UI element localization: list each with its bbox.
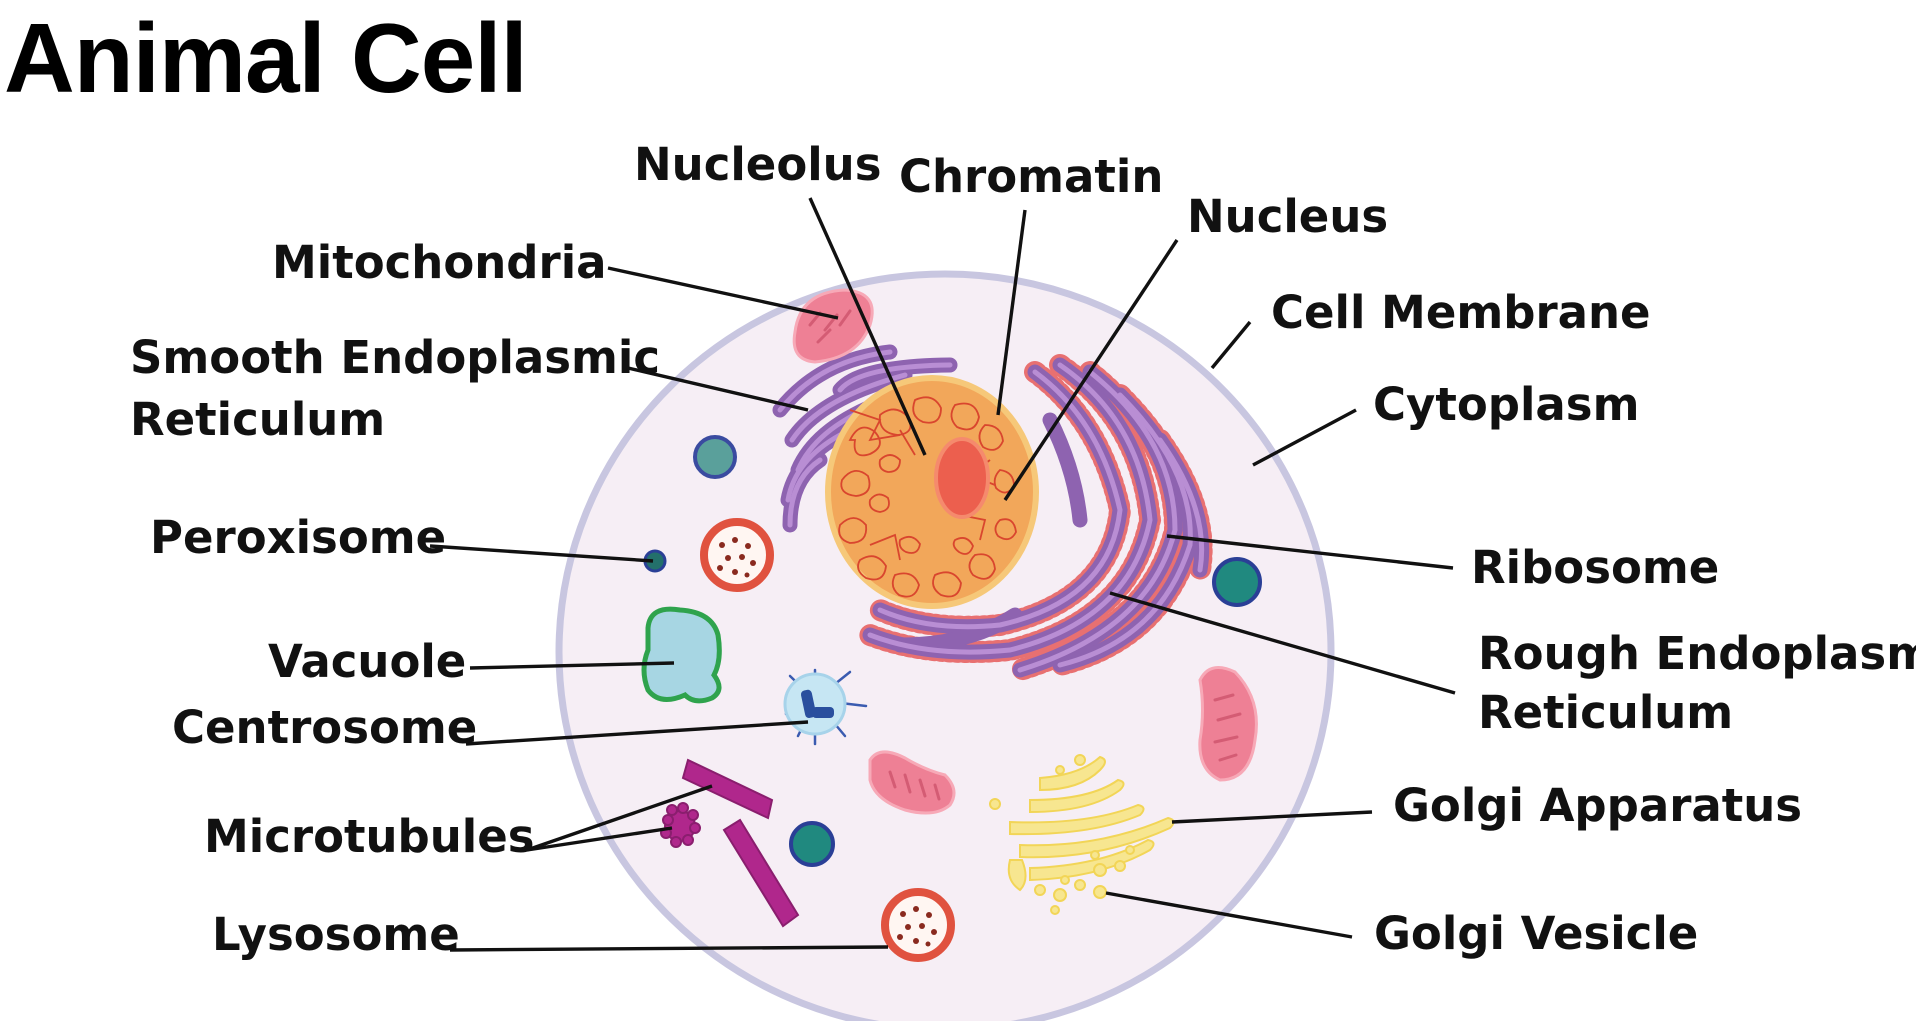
nucleus [825, 375, 1039, 609]
label-smooth-er-line1: Smooth Endoplasmic [130, 331, 660, 384]
lysosome-lower [881, 888, 955, 962]
vacuole-shape [641, 606, 722, 704]
mitochondrion-right [1198, 666, 1258, 782]
chromatin [838, 396, 1017, 598]
microtubules-shapes [660, 758, 800, 928]
leader-cell-membrane [1210, 320, 1252, 370]
nucleolus [934, 437, 990, 519]
label-rough-er-line1: Rough Endoplasmic [1478, 627, 1916, 680]
leader-lines [429, 197, 1456, 952]
golgi-apparatus [989, 754, 1175, 915]
label-cytoplasm: Cytoplasm [1373, 378, 1639, 431]
leader-centrosome [465, 720, 809, 746]
label-centrosome: Centrosome [172, 701, 477, 754]
label-ribosome: Ribosome [1471, 541, 1719, 594]
label-chromatin: Chromatin [899, 150, 1163, 203]
label-nucleus: Nucleus [1187, 190, 1388, 243]
label-rough-er-line2: Reticulum [1478, 686, 1733, 739]
leader-microtubules-b [526, 826, 673, 852]
leader-ribosome [1166, 534, 1454, 570]
rough-endoplasmic-reticulum [859, 354, 1213, 681]
vesicle-teal-upper [693, 435, 737, 479]
leader-golgi-vesicle [1105, 891, 1353, 939]
leader-chromatin [996, 209, 1027, 416]
lysosome-upper [700, 518, 774, 592]
label-lysosome: Lysosome [212, 908, 460, 961]
vesicle-teal-lower [789, 821, 835, 867]
label-mitochondria: Mitochondria [272, 236, 607, 289]
leader-microtubules-a [526, 784, 713, 852]
leader-peroxisome [429, 544, 654, 563]
vesicle-teal-right [1212, 557, 1262, 607]
leader-nucleolus [808, 197, 927, 456]
centrosome-shape [783, 668, 868, 746]
mitochondrion-bottom [868, 750, 956, 815]
leader-lysosome [449, 945, 889, 952]
label-peroxisome: Peroxisome [150, 511, 446, 564]
label-golgi-apparatus: Golgi Apparatus [1393, 779, 1802, 832]
leader-vacuole [469, 661, 675, 670]
label-microtubules: Microtubules [204, 810, 535, 863]
leader-mitochondria [607, 266, 839, 320]
label-nucleolus: Nucleolus [634, 138, 881, 191]
label-cell-membrane: Cell Membrane [1271, 286, 1651, 339]
label-vacuole: Vacuole [268, 635, 466, 688]
leader-nucleus [1003, 239, 1179, 501]
golgi-vesicle [1093, 885, 1107, 899]
label-golgi-vesicle: Golgi Vesicle [1374, 907, 1698, 960]
diagram-title: Animal Cell [4, 3, 527, 113]
leader-cytoplasm [1252, 408, 1357, 467]
mitochondrion-top [792, 288, 874, 364]
leader-rough-er [1109, 591, 1456, 695]
labels: Nucleolus Chromatin Nucleus Mitochondria… [130, 138, 1916, 961]
leader-smooth-er [627, 366, 809, 412]
label-smooth-er-line2: Reticulum [130, 393, 385, 446]
leader-golgi-apparatus [1171, 810, 1373, 824]
